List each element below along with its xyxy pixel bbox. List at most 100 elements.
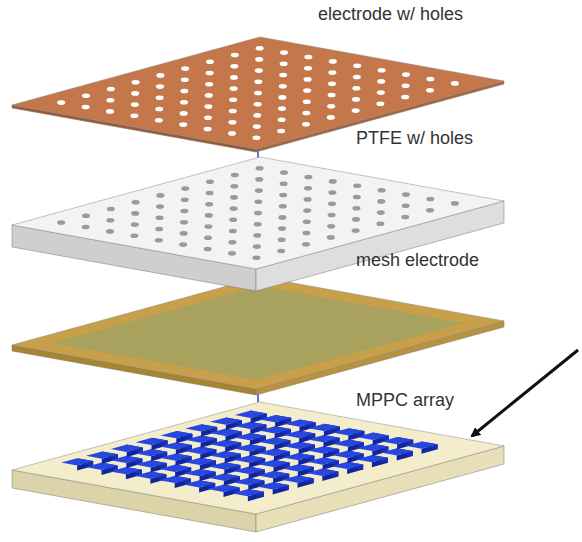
electrode-hole	[279, 84, 287, 89]
ptfe-hole	[180, 209, 188, 214]
ptfe-hole	[280, 170, 288, 175]
electrode-hole	[106, 98, 114, 103]
mppc-chip	[406, 441, 438, 448]
ptfe-hole	[179, 242, 187, 247]
ptfe-hole	[205, 213, 213, 218]
electrode-hole	[82, 94, 90, 99]
electrode-hole	[231, 53, 239, 58]
mppc-chip	[234, 444, 266, 451]
electrode-hole	[252, 136, 260, 141]
mppc-chip	[234, 422, 266, 429]
mppc-chip	[185, 435, 217, 442]
ptfe-hole	[255, 188, 263, 193]
ptfe-hole	[451, 201, 459, 206]
mppc-chip	[257, 482, 289, 489]
ptfe-hole	[353, 184, 361, 189]
ptfe-hole	[279, 193, 287, 198]
electrode-hole	[256, 46, 264, 51]
electrode-plate-top	[12, 37, 504, 149]
mppc-chip	[258, 460, 290, 467]
electrode-hole	[204, 127, 212, 132]
ptfe-hole	[230, 206, 238, 211]
ptfe-hole	[280, 182, 288, 187]
pointer-arrow	[472, 350, 578, 436]
electrode-hole	[377, 90, 385, 95]
mppc-chip	[283, 431, 315, 438]
mppc-chip	[356, 455, 388, 462]
ptfe-hole	[228, 240, 236, 245]
electrode-hole	[156, 73, 164, 78]
ptfe-hole	[82, 214, 90, 219]
electrode-hole	[278, 118, 286, 123]
mppc-chip	[111, 445, 143, 452]
layer-label: electrode w/ holes	[318, 4, 463, 25]
mppc-chip	[86, 463, 118, 470]
electrode-hole	[180, 89, 188, 94]
electrode-hole	[328, 82, 336, 87]
mppc-chip	[185, 424, 217, 431]
mppc-chip	[233, 455, 265, 462]
electrode-hole	[106, 109, 114, 114]
electrode-hole	[228, 120, 236, 125]
ptfe-hole	[131, 211, 139, 216]
ptfe-hole	[328, 190, 336, 195]
mppc-chip	[210, 429, 242, 436]
mppc-chip	[258, 437, 290, 444]
mppc-chip	[184, 469, 216, 476]
mppc-chip	[208, 473, 240, 480]
ptfe-hole	[130, 234, 138, 239]
mesh-area	[51, 286, 464, 380]
ptfe-hole	[155, 227, 163, 232]
electrode-hole	[205, 82, 213, 87]
electrode-hole	[57, 100, 65, 105]
electrode-hole	[280, 62, 288, 67]
electrode-hole	[82, 105, 90, 110]
mppc-chip	[232, 489, 264, 496]
ptfe-hole	[107, 207, 115, 212]
mppc-chip	[283, 442, 315, 449]
layer-stack	[12, 37, 504, 532]
ptfe-hole	[402, 192, 410, 197]
mppc-chip	[307, 457, 339, 464]
ptfe-hole	[131, 222, 139, 227]
layer-label: mesh electrode	[356, 250, 479, 271]
electrode-hole	[278, 95, 286, 100]
ptfe-hole	[230, 184, 238, 189]
electrode-hole	[206, 71, 214, 76]
ptfe-hole	[304, 186, 312, 191]
mppc-chip	[160, 453, 192, 460]
mppc-chip	[331, 462, 363, 469]
ptfe-hole	[156, 216, 164, 221]
ptfe-hole	[231, 173, 239, 178]
ptfe-hole	[106, 229, 114, 234]
electrode-hole	[107, 87, 115, 92]
ptfe-hole	[57, 220, 65, 225]
mppc-chip	[259, 426, 291, 433]
ptfe-hole	[254, 222, 262, 227]
ptfe-hole	[304, 197, 312, 202]
electrode-hole	[255, 57, 263, 62]
electrode-hole	[302, 111, 310, 116]
ptfe-hole	[204, 236, 212, 241]
electrode-hole	[402, 72, 410, 77]
ptfe-hole	[302, 231, 310, 236]
electrode-hole	[180, 111, 188, 116]
ptfe-hole	[426, 197, 434, 202]
electrode-hole	[131, 91, 139, 96]
electrode-hole	[229, 98, 237, 103]
layer-label: PTFE w/ holes	[356, 128, 473, 149]
electrode-hole	[230, 75, 238, 80]
mppc-chip	[160, 442, 192, 449]
electrode-hole	[304, 55, 312, 60]
mppc-chip	[308, 424, 340, 431]
mppc-chip	[332, 428, 364, 435]
electrode-hole	[155, 107, 163, 112]
ptfe-hole	[206, 180, 214, 185]
ptfe-hole	[155, 238, 163, 243]
electrode-hole	[426, 77, 434, 82]
ptfe-hole	[180, 231, 188, 236]
ptfe-hole	[252, 255, 260, 260]
ptfe-hole	[181, 186, 189, 191]
ptfe-hole	[278, 215, 286, 220]
ptfe-hole	[229, 229, 237, 234]
